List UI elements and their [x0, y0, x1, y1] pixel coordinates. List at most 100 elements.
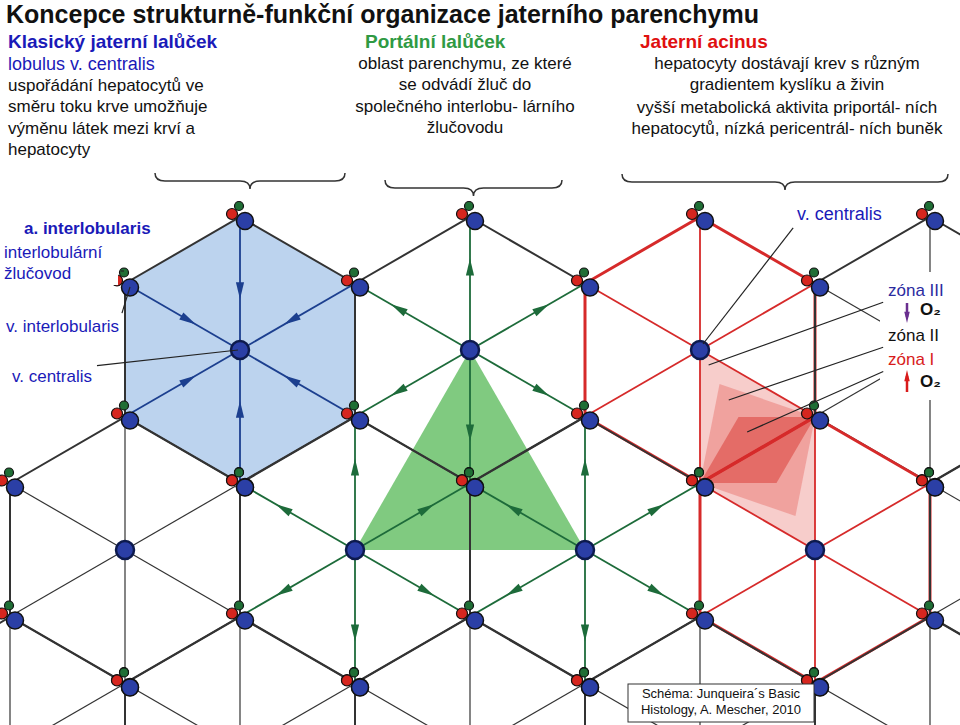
- sinusoid-spoke: [124, 550, 125, 683]
- flow-arrowhead: [179, 375, 196, 387]
- sinusoid-spoke: [700, 484, 815, 551]
- label-ground: [880, 272, 960, 400]
- portal-vein-dot: [582, 679, 599, 696]
- flow-arrowhead: [351, 624, 359, 641]
- source-caption: Schéma: Junqueira´s Basic Histology, A. …: [632, 686, 810, 717]
- sinusoid-spoke: [0, 684, 10, 725]
- portal-vein-dot: [352, 679, 369, 696]
- central-vein-dot: [346, 541, 364, 559]
- flow-arrowhead: [466, 259, 474, 276]
- sinusoid-spoke: [125, 284, 240, 351]
- hexagon-outline: [125, 217, 355, 483]
- portal-triad: [457, 468, 484, 496]
- flow-arrowhead: [236, 282, 244, 299]
- portal-triad: [227, 202, 254, 230]
- portal-vein-dot: [352, 679, 369, 696]
- bile-duct-dot: [120, 668, 129, 677]
- hexagon-lobule: [815, 617, 960, 725]
- portal-triad: [917, 202, 944, 230]
- portal-vein-dot: [237, 479, 254, 496]
- bile-duct-dot: [695, 601, 704, 610]
- bile-duct-dot: [580, 268, 589, 277]
- hexagon-lobule: [125, 617, 355, 725]
- bile-duct-dot: [235, 202, 244, 211]
- hexagon-outline: [815, 217, 960, 483]
- central-vein-dot: [691, 341, 709, 359]
- flow-arrowhead: [506, 584, 523, 596]
- hexagon-outline: [10, 417, 240, 683]
- portal-vein-dot: [812, 412, 829, 429]
- flow-arrowhead: [284, 313, 301, 325]
- bile-duct-dot: [350, 268, 359, 277]
- column-subheading: lobulus v. centralis: [8, 53, 155, 76]
- portal-triad: [687, 202, 714, 230]
- portal-vein-dot: [122, 679, 139, 696]
- bile-duct-dot: [810, 268, 819, 277]
- portal-vein-dot: [582, 679, 599, 696]
- hexagon-lobule: [470, 417, 700, 683]
- hepatic-artery-dot: [342, 675, 353, 686]
- sinusoid-spoke: [815, 550, 930, 617]
- sinusoid-spoke: [240, 284, 355, 351]
- portal-triad: [917, 601, 944, 629]
- sinusoid-spoke: [355, 284, 470, 351]
- hexagon-outline: [585, 617, 815, 725]
- flow-arrowhead: [276, 584, 293, 596]
- portal-triad: [0, 468, 24, 496]
- portal-vein-dot: [467, 479, 484, 496]
- hepatic-artery-dot: [802, 408, 813, 419]
- bile-duct-dot: [235, 468, 244, 477]
- grouping-brace: [385, 180, 562, 196]
- hepatic-artery-dot: [457, 475, 468, 486]
- bile-duct-dot: [465, 601, 474, 610]
- grouping-brace: [622, 174, 948, 190]
- portal-vein-dot: [927, 213, 944, 230]
- sinusoid-spoke: [585, 550, 700, 617]
- portal-triad: [572, 668, 599, 696]
- portal-vein-dot: [697, 479, 714, 496]
- oxygen-label: O₂: [918, 299, 943, 320]
- flow-arrowhead: [532, 304, 549, 316]
- hepatic-artery-dot: [342, 408, 353, 419]
- column-heading: Portální lalůček: [365, 30, 505, 54]
- sinusoid-spoke: [125, 684, 240, 725]
- hexagon-outline: [470, 417, 700, 683]
- hexagon-lobule: [585, 217, 815, 483]
- hexagon-outline: [585, 217, 815, 483]
- portal-triad: [227, 468, 254, 496]
- sinusoid-spoke: [9, 617, 10, 725]
- portal-triad: [457, 468, 484, 496]
- portal-triad: [342, 668, 369, 696]
- bile-duct-dot: [695, 468, 704, 477]
- portal-vein-dot: [927, 479, 944, 496]
- sinusoid-spoke: [125, 550, 240, 617]
- portal-triad: [457, 202, 484, 230]
- flow-arrowhead: [417, 584, 434, 596]
- flow-arrowhead: [417, 504, 434, 516]
- hepatic-artery-dot: [687, 209, 698, 220]
- sinusoid-spoke: [240, 350, 355, 417]
- sinusoid-spoke: [124, 417, 125, 550]
- oxygen-label: O₂: [918, 371, 943, 392]
- hepatic-artery-dot: [572, 675, 583, 686]
- portal-triad: [917, 468, 944, 496]
- hepatic-artery-dot: [917, 209, 928, 220]
- portal-triad: [112, 668, 139, 696]
- sinusoid-spoke: [469, 617, 470, 725]
- portal-vein-dot: [467, 612, 484, 629]
- structure-label: v. centralis: [10, 366, 94, 387]
- sinusoid-spoke: [355, 550, 470, 617]
- portal-triad: [112, 401, 139, 429]
- sinusoid-spoke: [699, 217, 701, 350]
- sinusoid-spoke: [469, 217, 471, 350]
- hepatic-artery-dot: [112, 675, 123, 686]
- portal-vein-dot: [352, 279, 369, 296]
- sinusoid-spoke: [354, 550, 356, 683]
- zone-label: zóna I: [886, 349, 936, 370]
- portal-triad: [802, 268, 829, 296]
- flow-arrowhead: [284, 375, 301, 387]
- sinusoid-spoke: [355, 350, 470, 417]
- flow-arrowhead: [904, 312, 909, 323]
- flow-arrowhead: [581, 459, 589, 476]
- portal-triad: [112, 668, 139, 696]
